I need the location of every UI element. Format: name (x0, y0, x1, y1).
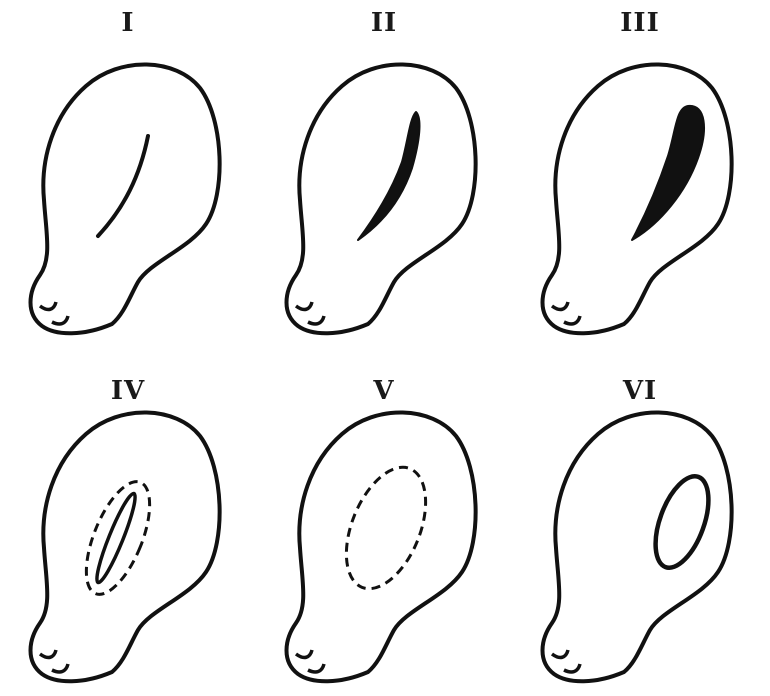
panel-3: III (512, 0, 768, 348)
panel-1: I (0, 0, 256, 348)
foot-notch-1 (296, 650, 312, 657)
foot-notch-1 (40, 650, 56, 657)
inner-slit-ring (92, 491, 141, 585)
foot-notch-2 (308, 664, 324, 672)
foot-notch-2 (564, 664, 580, 672)
slit-line (98, 136, 148, 236)
solid-ellipse (645, 469, 719, 574)
bulb-outline (543, 64, 732, 333)
panel-5-drawing (256, 348, 512, 696)
bulb-outline (543, 412, 732, 681)
bulb-outline (31, 412, 220, 681)
foot-notch-1 (552, 302, 568, 309)
filled-lesion (632, 106, 704, 240)
foot-notch-1 (296, 302, 312, 309)
foot-notch-2 (564, 316, 580, 324)
panel-5: V (256, 348, 512, 696)
bulb-outline (287, 64, 476, 333)
foot-notch-2 (308, 316, 324, 324)
panel-4-drawing (0, 348, 256, 696)
foot-notch-1 (40, 302, 56, 309)
panel-3-drawing (512, 0, 768, 348)
panel-6-drawing (512, 348, 768, 696)
panel-4: IV (0, 348, 256, 696)
bulb-outline (287, 412, 476, 681)
thickened-slit (358, 112, 419, 240)
panel-2-drawing (256, 0, 512, 348)
foot-notch-2 (52, 316, 68, 324)
panel-2: II (256, 0, 512, 348)
dashed-ellipse (73, 473, 162, 602)
foot-notch-2 (52, 664, 68, 672)
panel-6: VI (512, 348, 768, 696)
foot-notch-1 (552, 650, 568, 657)
panel-1-drawing (0, 0, 256, 348)
dashed-ellipse (331, 456, 442, 600)
